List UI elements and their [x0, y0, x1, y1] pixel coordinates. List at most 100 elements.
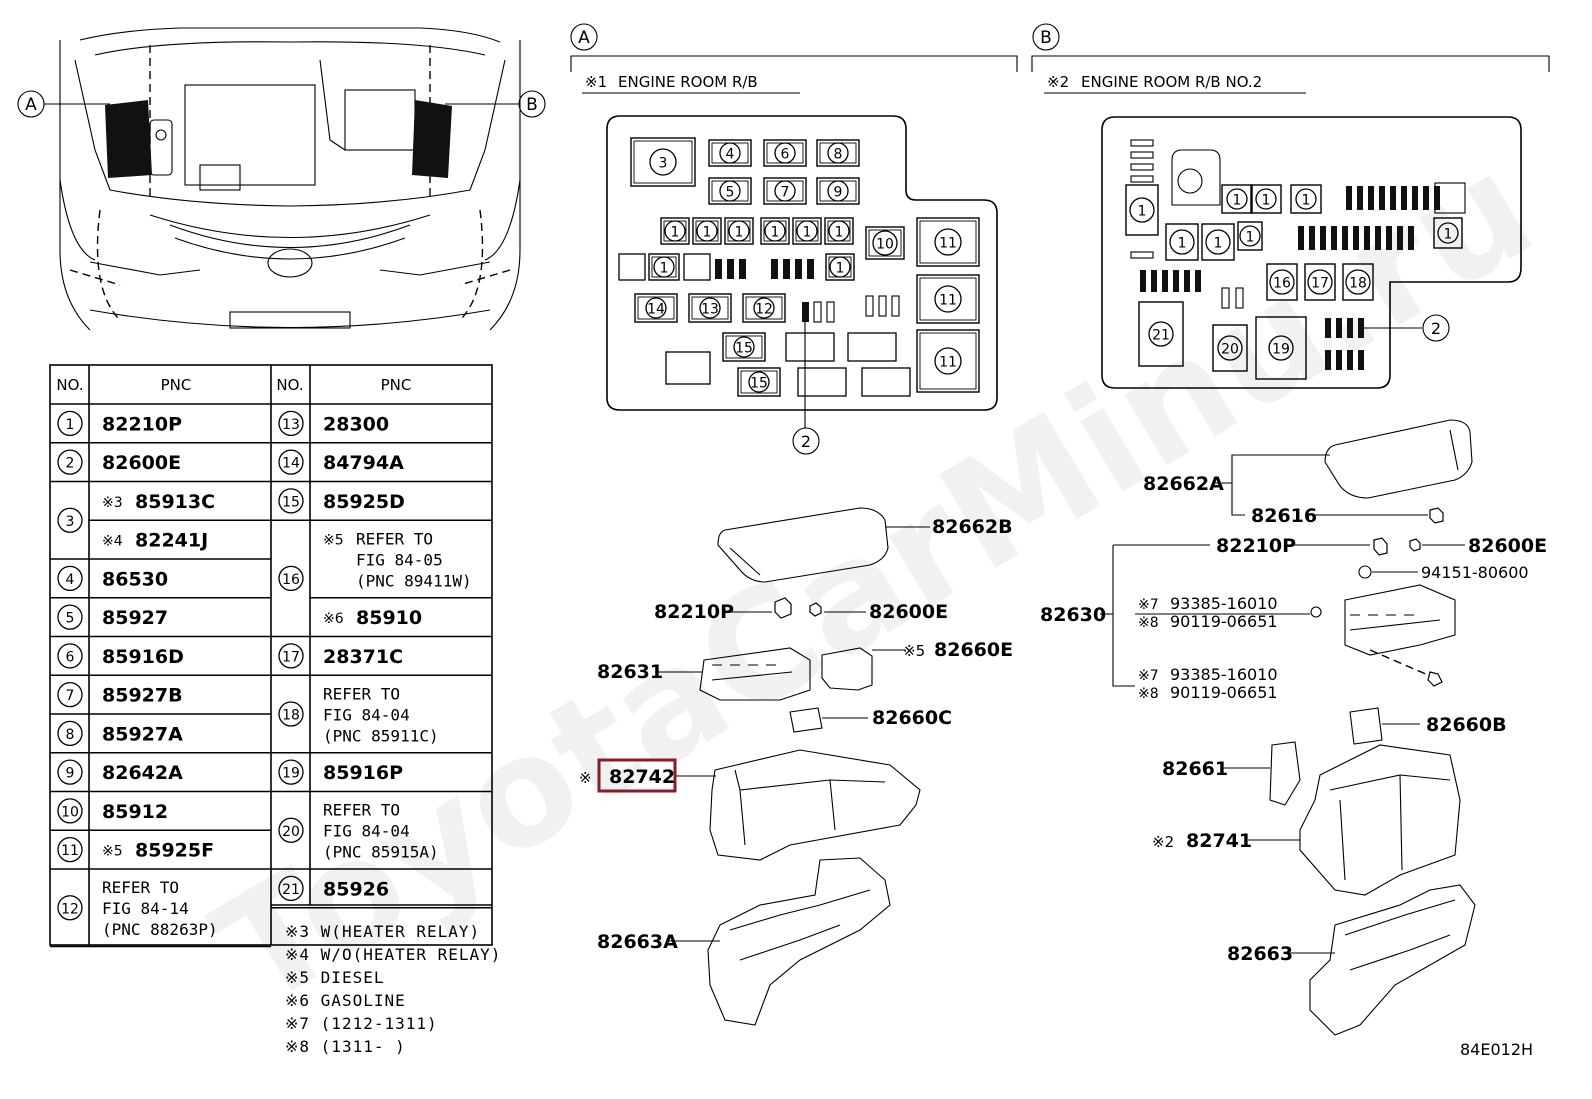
label-93385-b: 93385-16010: [1170, 665, 1278, 684]
row-pnc: 82241J: [135, 530, 208, 552]
label-m8a: ※8: [1138, 615, 1159, 631]
slot-a-number-text: 15: [750, 376, 768, 392]
slot-a-number: 4: [719, 142, 741, 164]
row-pnc: 85927B: [102, 685, 183, 707]
row-pnc: 85913C: [135, 491, 215, 513]
row-pnc: 85916P: [323, 762, 403, 784]
label-82661: 82661: [1162, 758, 1228, 780]
row-no-12: 12: [57, 895, 83, 921]
row-mark: ※5: [102, 844, 123, 860]
slot-a-number: 1: [796, 220, 818, 242]
slot-b-number-text: 1: [1262, 193, 1271, 209]
row-no-8-text: 8: [66, 727, 75, 743]
relay-slot-b: 17: [1304, 263, 1336, 301]
row-no-16-text: 16: [282, 572, 300, 588]
slot-a-number-text: 1: [703, 225, 712, 241]
slot-b-number: 21: [1148, 321, 1174, 347]
label-82662A: 82662A: [1143, 473, 1224, 495]
slot-b-number-text: 19: [1272, 342, 1290, 358]
relay-slot-a: 1: [660, 217, 690, 245]
slot-a-number-text: 6: [781, 147, 790, 163]
label-82631: 82631: [597, 661, 663, 683]
section-b-title: ENGINE ROOM R/B NO.2: [1081, 73, 1262, 91]
slot-b-number-text: 1: [1302, 193, 1311, 209]
row-no-20: 20: [278, 817, 304, 843]
label-m7b: ※7: [1138, 668, 1159, 684]
slot-a-number: 11: [934, 285, 962, 313]
relay-slot-a: 1: [760, 217, 790, 245]
row-no-8: 8: [57, 720, 83, 747]
row-no-17: 17: [278, 643, 304, 669]
row-no-9-text: 9: [66, 766, 75, 782]
row-pnc: 85927: [102, 607, 168, 629]
row-refer-line: REFER TO: [356, 529, 433, 548]
relay-slot-a: 3: [630, 137, 696, 187]
slot-a-number-text: 1: [671, 225, 680, 241]
row-pnc: 86530: [102, 568, 168, 590]
slot-a-number: 1: [829, 256, 851, 278]
pnc-table: [49, 364, 493, 946]
row-no-13: 13: [278, 410, 304, 437]
slot-a-number: 1: [728, 220, 750, 242]
row-mark: ※4: [102, 534, 123, 550]
header-pnc-right: PNC: [381, 376, 412, 394]
slot-a-number: 1: [696, 220, 718, 242]
label-90119-b: 90119-06651: [1170, 683, 1278, 702]
empty-slot-a: [861, 367, 911, 397]
relay-slot-b: 1: [1165, 223, 1199, 261]
slot-a-number: 1: [828, 220, 850, 242]
relay-slot-a: 15: [737, 367, 781, 397]
highlight-82742: [597, 758, 677, 793]
row-refer-line: FIG 84-04: [323, 705, 410, 724]
exploded-parts-b: [1100, 419, 1476, 1036]
relay-slot-a: 1: [692, 217, 722, 245]
relay-slot-a: 4: [708, 139, 752, 167]
slot-b-number: 1: [1239, 225, 1261, 247]
note-7: ※7 (1212-1311): [285, 1014, 438, 1033]
row-no-17-text: 17: [282, 649, 300, 665]
slot-a-number-text: 11: [939, 355, 957, 371]
relay-slot-b: 16: [1266, 263, 1298, 301]
slot-a-number: 11: [934, 347, 962, 375]
row-no-11: 11: [57, 836, 83, 863]
slot-a-number: 15: [733, 336, 755, 358]
figure-id: 84E012H: [1460, 1040, 1533, 1059]
row-no-19: 19: [278, 759, 304, 785]
row-no-9: 9: [57, 759, 83, 785]
slot-b-number: 19: [1268, 335, 1294, 361]
note-6: ※6 GASOLINE: [285, 991, 406, 1010]
slot-a-number-text: 9: [834, 185, 843, 201]
relay-slot-a: 1: [824, 217, 854, 245]
callout-2-b: 2: [1422, 314, 1450, 342]
slot-a-number-text: 4: [726, 147, 735, 163]
row-pnc: 82600E: [102, 452, 181, 474]
slot-b-number: 1: [1205, 229, 1231, 255]
slot-a-number-text: 1: [660, 261, 669, 277]
relay-slot-a: 1: [648, 253, 680, 281]
empty-slot-a: [847, 332, 897, 362]
row-no-7-text: 7: [66, 688, 75, 704]
label-82210P-a: 82210P: [654, 601, 734, 623]
slot-b-number: 1: [1129, 197, 1155, 223]
relay-slot-a: 6: [763, 139, 807, 167]
slot-a-number: 10: [872, 230, 898, 256]
relay-slot-b: 1: [1221, 184, 1253, 214]
slot-b-number-text: 1: [1246, 230, 1255, 246]
slot-a-number: 1: [653, 256, 675, 278]
slot-a-number-text: 11: [939, 236, 957, 252]
row-refer-line: (PNC 85915A): [323, 843, 439, 862]
slot-a-number: 8: [827, 142, 849, 164]
relay-slot-b: 1: [1237, 221, 1263, 251]
label-m7a: ※7: [1138, 597, 1159, 613]
row-no-2-text: 2: [66, 456, 75, 472]
relay-slot-b: 18: [1342, 263, 1374, 301]
relay-slot-a: 1: [792, 217, 822, 245]
slot-b-number-text: 20: [1221, 342, 1239, 358]
row-no-6-text: 6: [66, 649, 75, 665]
row-pnc: 84794A: [323, 452, 404, 474]
label-82630: 82630: [1040, 604, 1106, 626]
slot-a-number-text: 7: [781, 185, 790, 201]
label-m8b: ※8: [1138, 686, 1159, 702]
row-pnc: 28371C: [323, 646, 403, 668]
